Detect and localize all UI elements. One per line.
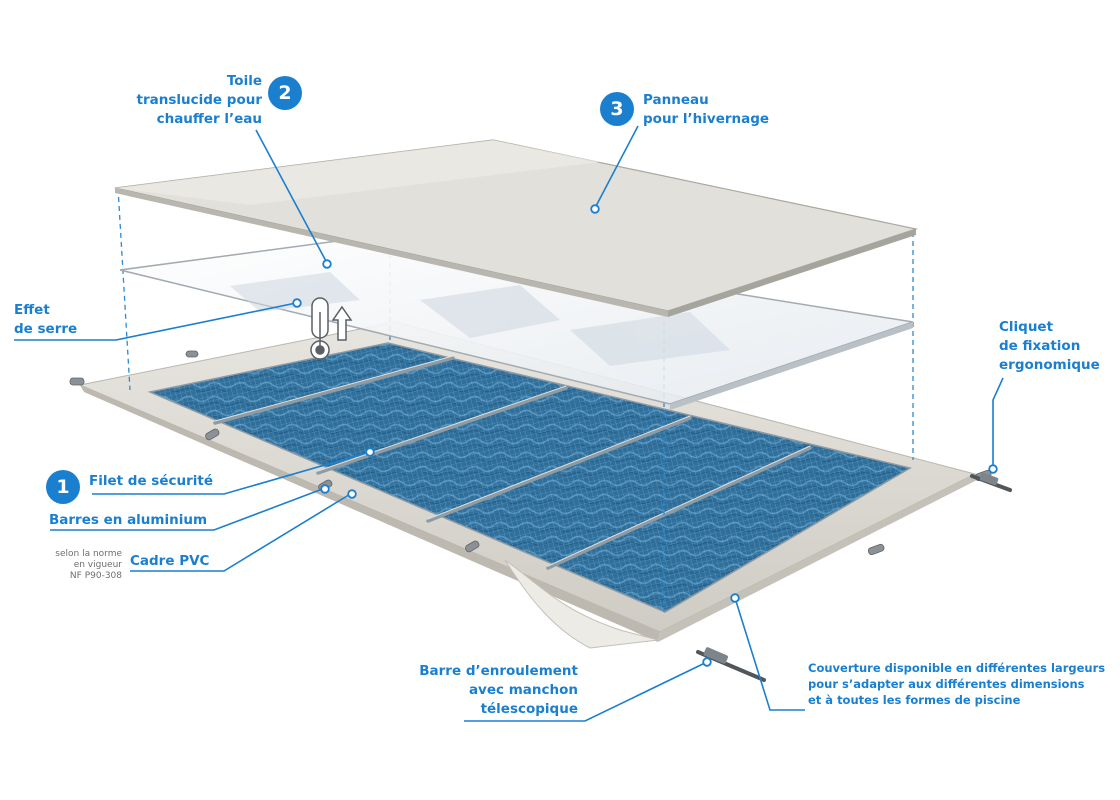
label-cliquet: Cliquet de fixation ergonomique xyxy=(999,318,1100,375)
label-panneau-line-2: pour l’hivernage xyxy=(643,111,770,127)
translucent-sheet-edge xyxy=(670,322,913,410)
label-cadre-pvc: Cadre PVC xyxy=(130,553,210,569)
label-norme: selon la norme en vigueur NF P90-308 xyxy=(38,549,122,582)
label-cliquet-line-1: Cliquet xyxy=(999,319,1054,335)
aluminium-bars xyxy=(213,356,812,570)
thermometer-icon xyxy=(310,297,330,360)
arrow-up-icon xyxy=(331,305,353,341)
label-toile-line-1: Toile xyxy=(226,73,262,89)
label-effet-de-serre: Effet de serre xyxy=(14,301,77,339)
winter-panel-shade xyxy=(115,140,600,205)
label-panneau-line-1: Panneau xyxy=(643,92,709,108)
pvc-frame-edge xyxy=(80,385,660,642)
label-barre-enroulement: Barre d’enroulement avec manchon télesco… xyxy=(406,662,578,719)
label-barre-line-1: Barre d’enroulement xyxy=(419,663,578,679)
label-couverture-line-1: Couverture disponible en différentes lar… xyxy=(808,661,1106,675)
label-toile-translucide: Toile translucide pour chauffer l’eau xyxy=(126,72,262,129)
aluminium-bars-highlight xyxy=(214,355,811,567)
label-effet-line-1: Effet xyxy=(14,302,50,318)
leader-dots xyxy=(292,204,998,667)
label-panneau-hivernage: Panneau pour l’hivernage xyxy=(643,91,769,129)
winter-panel-edge xyxy=(668,229,916,317)
label-barre-line-3: télescopique xyxy=(480,701,578,717)
label-norme-line-1: selon la norme xyxy=(55,549,122,559)
label-norme-line-2: en vigueur xyxy=(73,560,122,570)
label-filet-securite: Filet de sécurité xyxy=(89,473,214,489)
label-couverture-line-2: pour s’adapter aux différentes dimension… xyxy=(808,677,1085,691)
pool-rim xyxy=(147,342,912,613)
label-cliquet-line-2: de fixation xyxy=(999,338,1081,354)
label-couverture: Couverture disponible en différentes lar… xyxy=(808,660,1105,708)
safety-net xyxy=(150,343,910,612)
label-cliquet-line-3: ergonomique xyxy=(999,357,1100,373)
badge-filet: 1 xyxy=(46,470,80,504)
winding-bar xyxy=(696,647,766,682)
label-effet-line-2: de serre xyxy=(14,321,78,337)
label-norme-line-3: NF P90-308 xyxy=(69,571,122,581)
badge-toile: 2 xyxy=(268,76,302,110)
label-barre-line-2: avec manchon xyxy=(468,682,578,698)
label-barres-aluminium: Barres en aluminium xyxy=(49,512,208,528)
frame-corner-curl xyxy=(504,559,659,649)
label-toile-line-3: chauffer l’eau xyxy=(156,111,262,127)
ratchet-right xyxy=(970,472,1012,492)
leader-lines xyxy=(14,125,1004,722)
badge-panneau: 3 xyxy=(600,92,634,126)
winter-panel-front-edge xyxy=(115,188,668,317)
label-toile-line-2: translucide pour xyxy=(136,92,262,108)
label-couverture-line-3: et à toutes les formes de piscine xyxy=(808,693,1021,707)
